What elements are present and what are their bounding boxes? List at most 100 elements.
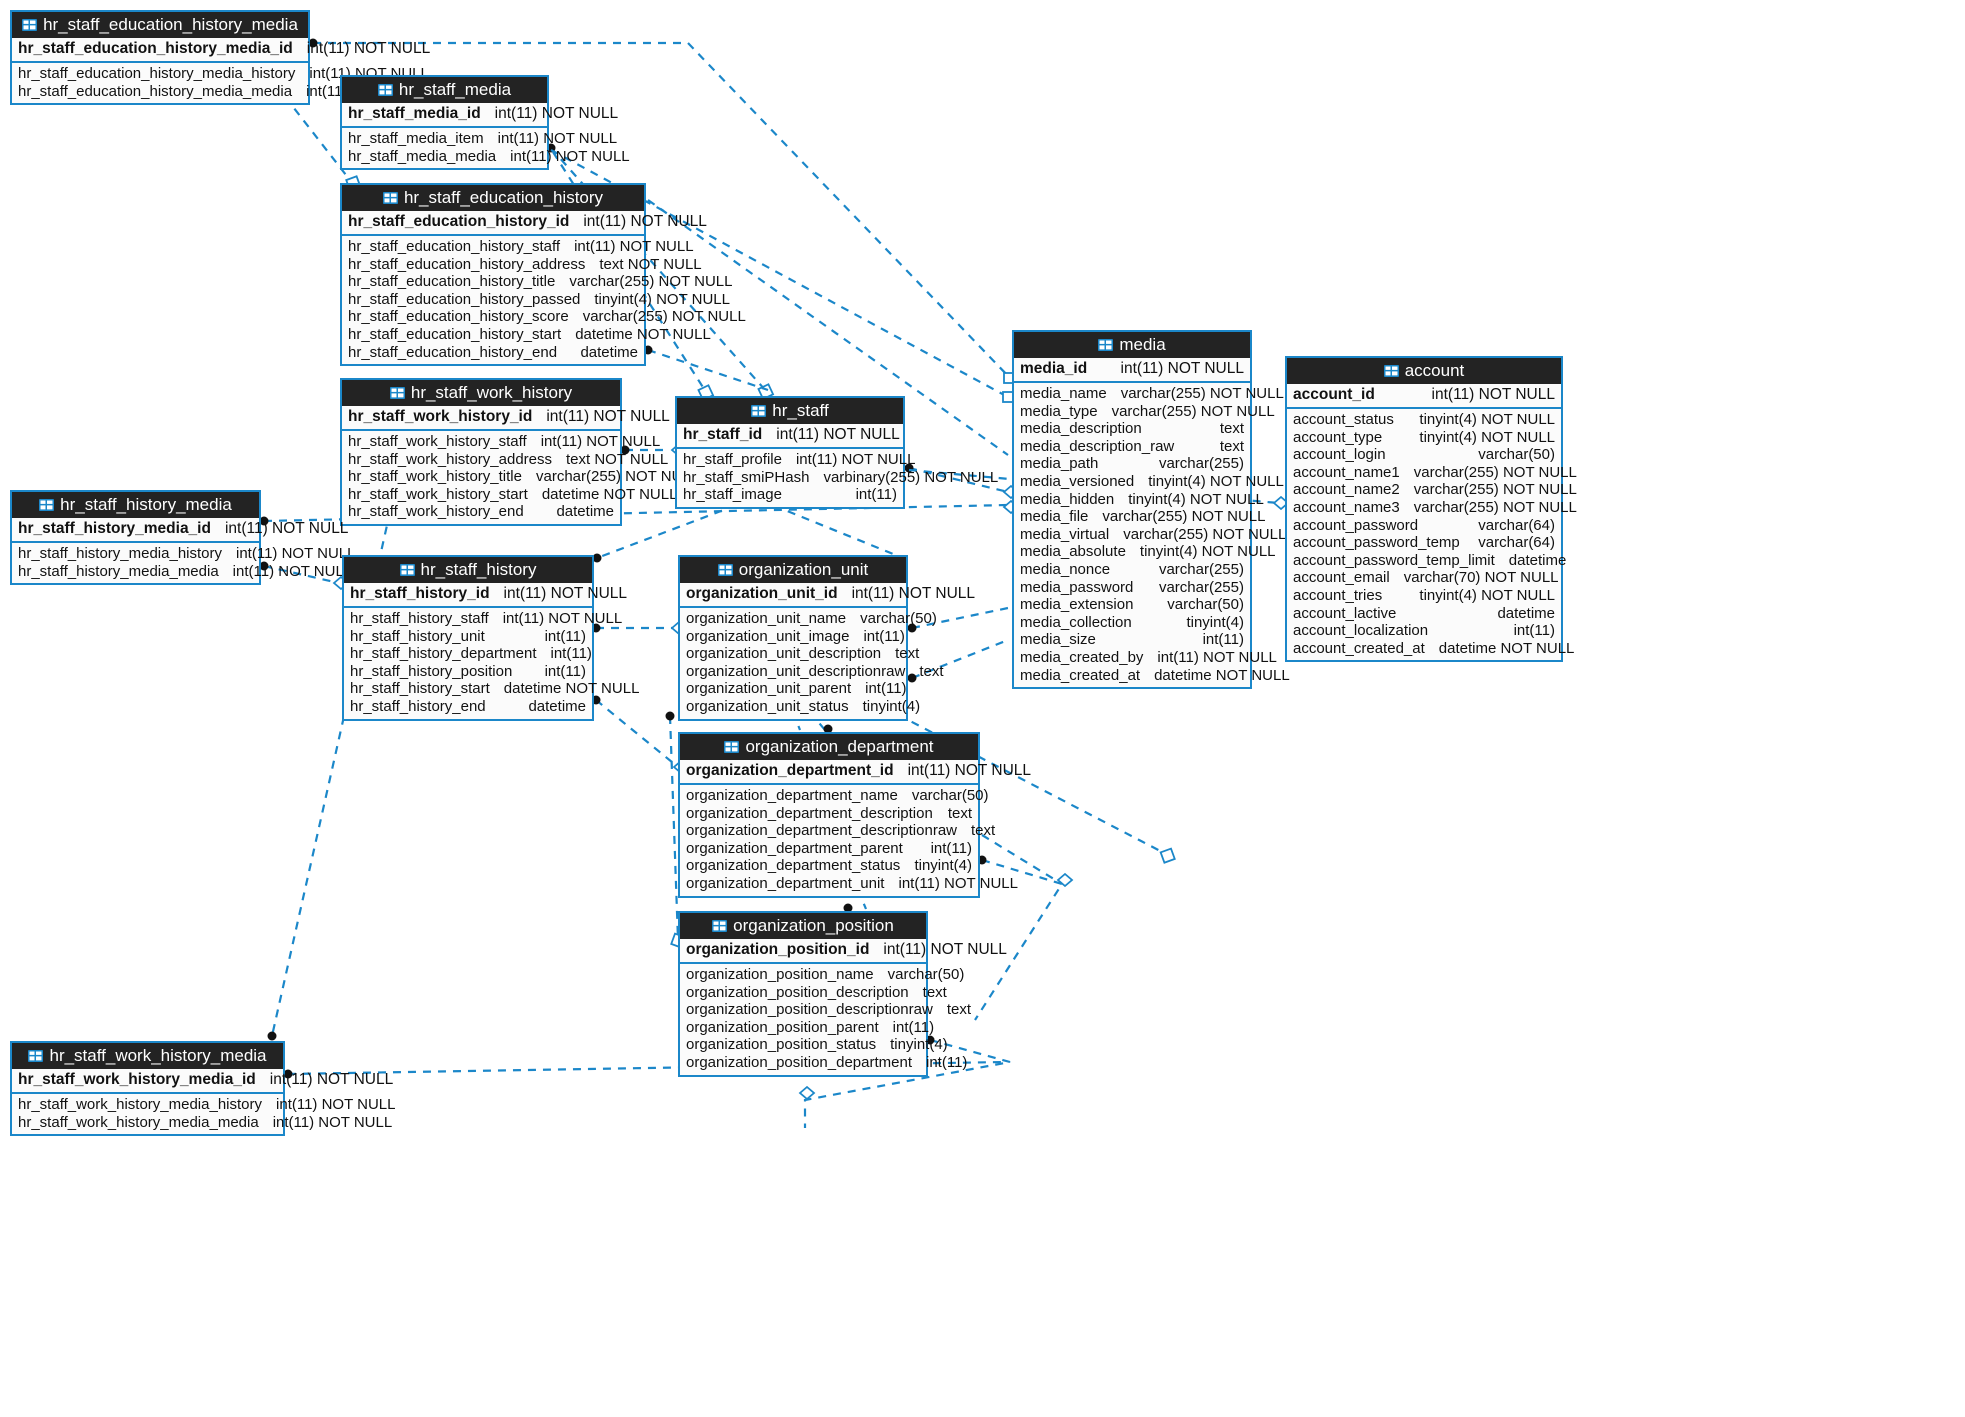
column-row[interactable]: hr_staff_education_history_media_history… <box>12 65 429 83</box>
